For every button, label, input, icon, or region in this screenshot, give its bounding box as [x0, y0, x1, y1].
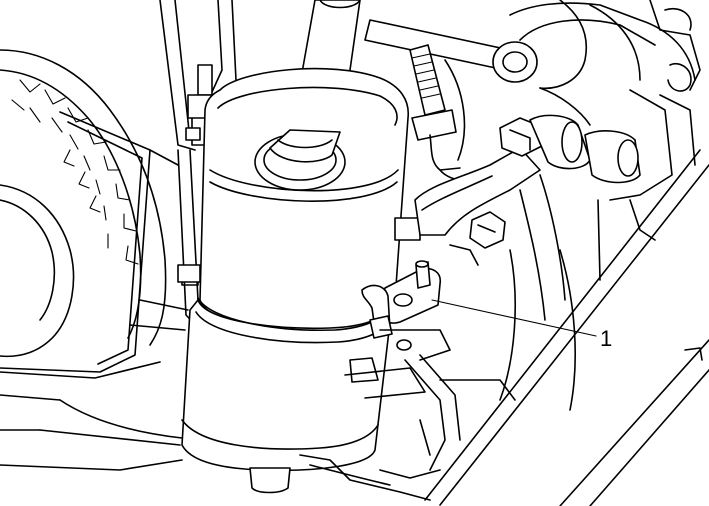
upper-rod — [364, 19, 538, 83]
frame-rails — [159, 0, 237, 331]
callout-1-label: 1 — [600, 326, 612, 351]
left-bracket-lines — [0, 111, 179, 401]
muffler-canister — [177, 0, 421, 494]
hose-pipe — [414, 114, 641, 321]
component-1-sensor — [361, 260, 442, 339]
spare-tire — [0, 49, 167, 358]
floor-pan — [0, 299, 516, 501]
spring-hose — [409, 44, 481, 182]
engine-block — [509, 0, 701, 201]
diagonal-rails — [424, 149, 709, 506]
callout-1-leader — [431, 299, 597, 337]
